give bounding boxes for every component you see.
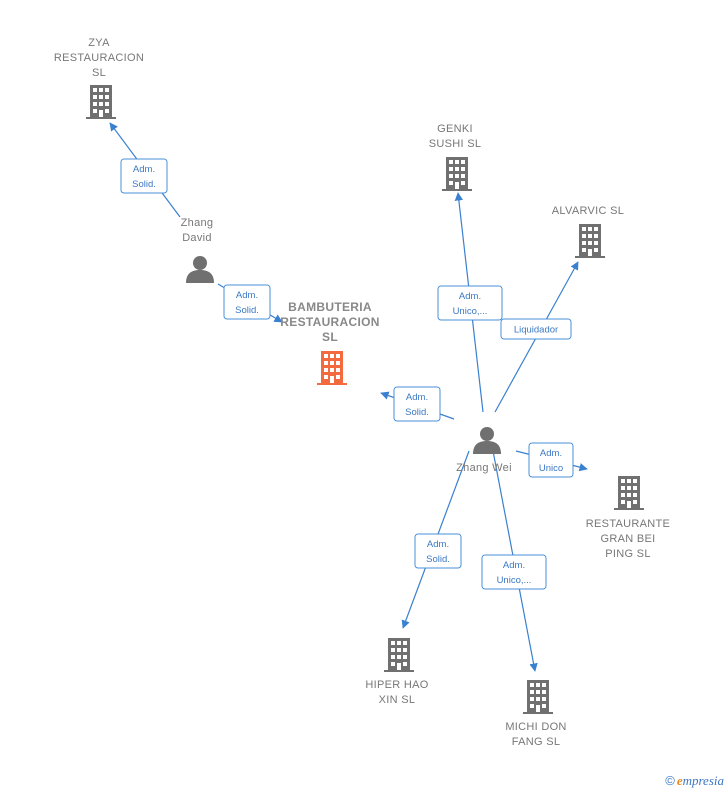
- node-hiper[interactable]: HIPER HAO XIN SL: [365, 638, 428, 706]
- edge-label-box: [500, 318, 572, 340]
- brand-logo-initial: e: [676, 773, 683, 788]
- edge-label-text: Adm.: [406, 392, 428, 403]
- node-alvarvic[interactable]: ALVARVIC SL: [552, 205, 624, 258]
- node-label-alvarvic: ALVARVIC SL: [552, 205, 624, 217]
- building-icon: [317, 351, 347, 385]
- edge-label-zhang_wei-to-michi[interactable]: Adm. Unico,...: [481, 554, 547, 590]
- edge-label-zhang_wei-to-hiper[interactable]: Adm. Solid.: [414, 533, 462, 569]
- node-label-restaurante: RESTAURANTE: [586, 518, 670, 530]
- edge-label-box: [414, 533, 462, 569]
- nodes-layer: ZYARESTAURACIONSLZhangDavidBAMBUTERIARES…: [54, 37, 670, 748]
- building-icon: [614, 476, 644, 510]
- node-label-zhang_david: Zhang: [181, 217, 214, 229]
- person-icon: [473, 427, 501, 454]
- node-label-zhang_wei: Zhang Wei: [456, 462, 512, 474]
- edge-label-zhang_david-to-bambuteria[interactable]: Adm. Solid.: [223, 284, 271, 320]
- node-label-michi: MICHI DON: [505, 721, 566, 733]
- node-label-zhang_david: David: [182, 232, 212, 244]
- edge-label-text: Solid.: [235, 305, 259, 316]
- edge-label-box: [223, 284, 271, 320]
- edge-label-text: Unico,...: [453, 306, 488, 317]
- edge-label-zhang_wei-to-bambuteria[interactable]: Adm. Solid.: [393, 386, 441, 422]
- brand-footer[interactable]: ©empresia: [665, 773, 724, 789]
- edge-label-text: Liquidador: [514, 325, 558, 336]
- copyright-symbol: ©: [665, 773, 675, 788]
- edge-label-text: Solid.: [132, 179, 156, 190]
- node-label-zya: SL: [92, 67, 106, 79]
- edge-label-text: Adm.: [503, 560, 525, 571]
- node-label-genki: GENKI: [437, 123, 473, 135]
- node-michi[interactable]: MICHI DON FANG SL: [505, 680, 566, 748]
- node-zhang_wei[interactable]: Zhang Wei: [456, 427, 512, 474]
- edge-label-text: Unico,...: [497, 575, 532, 586]
- brand-logo-text: mpresia: [682, 773, 724, 788]
- node-label-bambuteria: BAMBUTERIA: [288, 300, 372, 314]
- node-zya[interactable]: ZYA RESTAURACION SL: [54, 37, 144, 119]
- person-icon: [186, 256, 214, 283]
- edge-label-text: Adm.: [459, 291, 481, 302]
- edge-label-zhang_wei-to-genki[interactable]: Adm. Unico,...: [437, 285, 503, 321]
- edge-label-text: Adm.: [540, 448, 562, 459]
- node-label-michi: FANG SL: [512, 736, 561, 748]
- node-label-zya: ZYA: [88, 37, 110, 49]
- node-label-zya: RESTAURACION: [54, 52, 144, 64]
- edge-label-text: Adm.: [427, 539, 449, 550]
- edge-label-text: Solid.: [426, 554, 450, 565]
- building-icon: [86, 85, 116, 119]
- building-icon: [442, 157, 472, 191]
- node-label-restaurante: GRAN BEI: [601, 533, 656, 545]
- building-icon: [575, 224, 605, 258]
- node-genki[interactable]: GENKI SUSHI SL: [429, 123, 482, 191]
- node-label-bambuteria: RESTAURACION: [280, 315, 379, 329]
- edge-labels-layer: Adm. Solid. Adm. Solid. Adm. Unico,... Liquida…: [120, 158, 574, 590]
- edge-label-box: [437, 285, 503, 321]
- edge-label-zhang_wei-to-restaurante[interactable]: Adm. Unico: [528, 442, 574, 478]
- edge-label-text: Solid.: [405, 407, 429, 418]
- node-restaurante[interactable]: RESTAURANTE GRAN BEI PING SL: [586, 476, 670, 560]
- edge-label-text: Adm.: [236, 290, 258, 301]
- edge-label-text: Unico: [539, 463, 563, 474]
- node-label-hiper: HIPER HAO: [365, 679, 428, 691]
- edge-label-box: [120, 158, 168, 194]
- building-icon: [384, 638, 414, 672]
- edge-label-zhang_wei-to-alvarvic[interactable]: Liquidador: [500, 318, 572, 340]
- edge-label-zhang_david-to-zya[interactable]: Adm. Solid.: [120, 158, 168, 194]
- edge-label-box: [481, 554, 547, 590]
- edge-label-box: [528, 442, 574, 478]
- node-label-restaurante: PING SL: [605, 548, 651, 560]
- edge-label-text: Adm.: [133, 164, 155, 175]
- building-icon: [523, 680, 553, 714]
- edge-label-box: [393, 386, 441, 422]
- node-label-hiper: XIN SL: [379, 694, 416, 706]
- node-label-bambuteria: SL: [322, 330, 338, 344]
- node-label-genki: SUSHI SL: [429, 138, 482, 150]
